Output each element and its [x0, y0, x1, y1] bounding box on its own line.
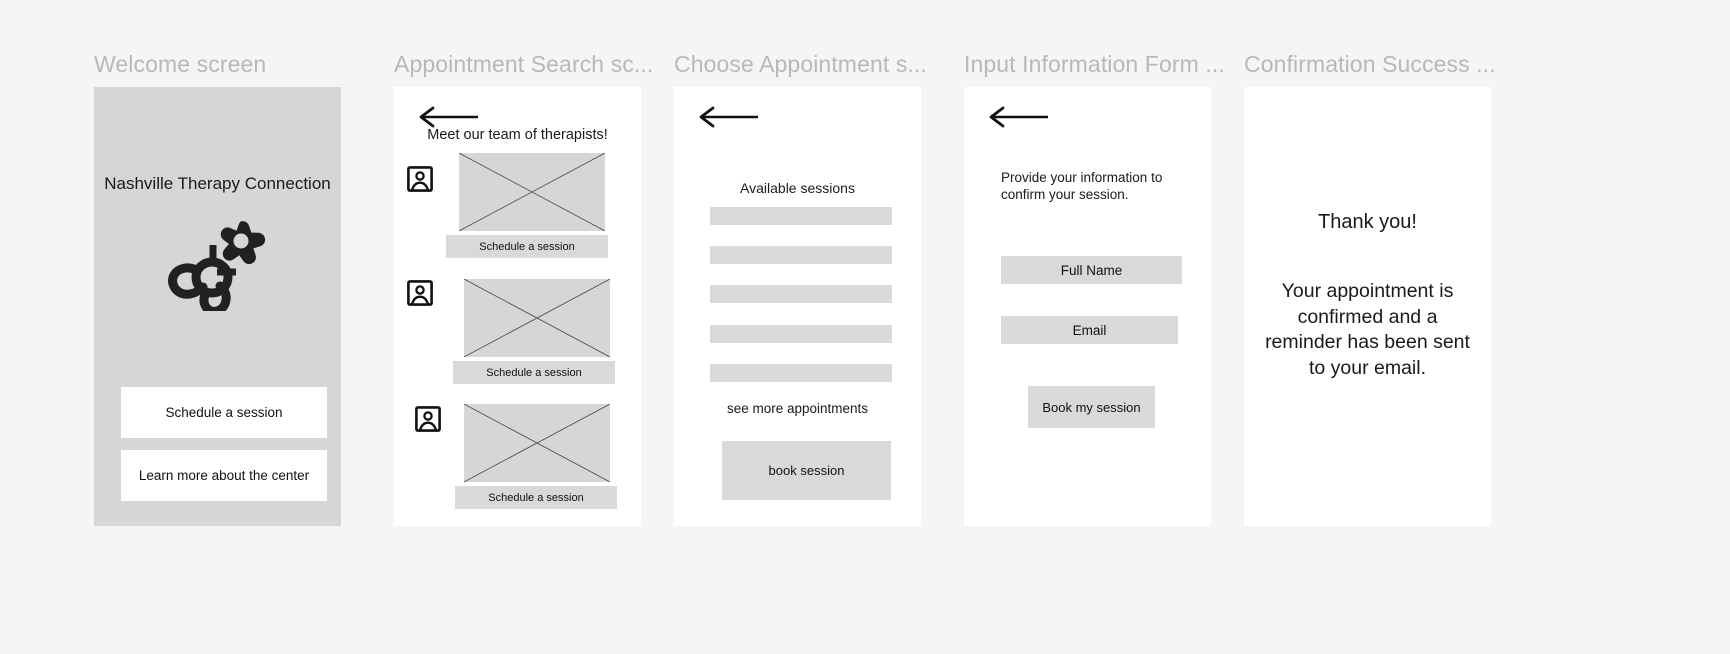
frame-welcome-screen: Welcome screen Nashville Therapy Connect…	[94, 51, 341, 526]
session-slot-4[interactable]	[710, 325, 892, 343]
back-arrow-icon[interactable]	[416, 106, 480, 133]
session-slot-3[interactable]	[710, 285, 892, 303]
book-my-session-button[interactable]: Book my session	[1028, 386, 1155, 428]
therapists-heading: Meet our team of therapists!	[427, 127, 608, 143]
confirmation-message: Your appointment is confirmed and a remi…	[1265, 280, 1470, 380]
learn-more-button[interactable]: Learn more about the center	[121, 450, 327, 501]
thank-you-heading: Thank you!	[1318, 211, 1417, 233]
welcome-screen-body: Nashville Therapy Connection	[94, 87, 341, 526]
appointment-search-body: Meet our team of therapists! Schedule a …	[394, 87, 641, 526]
confirmation-success-body: Thank you! Your appointment is confirmed…	[1244, 87, 1491, 526]
frame-title-input-information-form: Input Information Form ...	[964, 51, 1225, 77]
logo-container	[94, 215, 341, 316]
session-slot-2[interactable]	[710, 246, 892, 264]
therapist-photo-placeholder	[464, 404, 610, 482]
therapist-photo-placeholder	[459, 153, 605, 231]
frame-input-information-form: Input Information Form ... Provide your …	[964, 51, 1225, 526]
therapist-photo-placeholder	[464, 279, 610, 357]
available-sessions-heading: Available sessions	[740, 180, 855, 196]
choose-appointment-body: Available sessions see more appointments…	[674, 87, 921, 526]
frame-choose-appointment: Choose Appointment s... Available sessio…	[674, 51, 927, 526]
session-slot-5[interactable]	[710, 364, 892, 382]
frame-appointment-search: Appointment Search sc... Meet our team o…	[394, 51, 653, 526]
person-avatar-icon	[415, 406, 441, 437]
email-field[interactable]: Email	[1001, 316, 1178, 344]
person-avatar-icon	[407, 166, 433, 197]
input-information-form-body: Provide your information to confirm your…	[964, 87, 1211, 526]
bee-and-flower-logo-icon	[166, 215, 270, 316]
schedule-session-button-1[interactable]: Schedule a session	[446, 235, 608, 258]
schedule-session-button-2[interactable]: Schedule a session	[453, 361, 615, 384]
see-more-appointments-link[interactable]: see more appointments	[726, 401, 869, 416]
person-avatar-icon	[407, 280, 433, 311]
book-session-button[interactable]: book session	[722, 441, 891, 500]
app-title: Nashville Therapy Connection	[104, 174, 331, 193]
frame-title-welcome: Welcome screen	[94, 51, 267, 77]
back-arrow-icon[interactable]	[986, 106, 1050, 133]
form-intro-text: Provide your information to confirm your…	[1001, 170, 1163, 203]
frame-title-confirmation-success: Confirmation Success ...	[1244, 51, 1496, 77]
schedule-session-button-3[interactable]: Schedule a session	[455, 486, 617, 509]
frame-confirmation-success: Confirmation Success ... Thank you! Your…	[1244, 51, 1496, 526]
schedule-a-session-button[interactable]: Schedule a session	[121, 387, 327, 438]
session-slot-1[interactable]	[710, 207, 892, 225]
full-name-field[interactable]: Full Name	[1001, 256, 1182, 284]
frame-title-choose-appointment: Choose Appointment s...	[674, 51, 927, 77]
back-arrow-icon[interactable]	[696, 106, 760, 133]
frame-title-appointment-search: Appointment Search sc...	[394, 51, 654, 77]
